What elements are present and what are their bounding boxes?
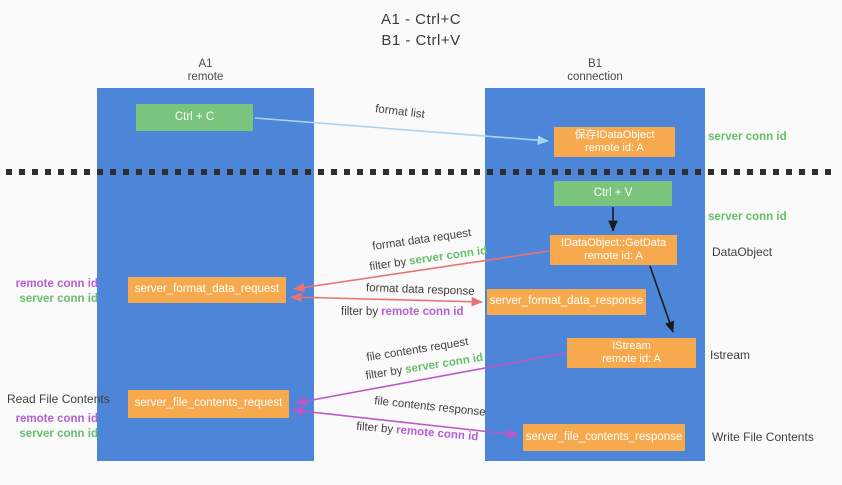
- arrow-format-data-request: [293, 250, 550, 293]
- label-remote-conn-id-mid: remote conn id: [15, 278, 98, 290]
- node-server-format-data-response-label: server_format_data_response: [489, 295, 644, 308]
- title-line-2: B1 - Ctrl+V: [381, 32, 461, 49]
- title-line-1: A1 - Ctrl+C: [380, 11, 462, 28]
- label-write-file-contents: Write File Contents: [712, 430, 814, 444]
- node-save-idataobject-line1: 保存IDataObject: [574, 128, 655, 141]
- arrow-file-contents-response: [292, 406, 519, 439]
- arrow-file-contents-request: [295, 352, 567, 406]
- node-istream-line1: IStream: [612, 339, 651, 352]
- node-server-format-data-request: server_format_data_request: [128, 277, 286, 303]
- node-server-format-data-request-label: server_format_data_request: [134, 283, 280, 296]
- label-dataobject: DataObject: [712, 245, 773, 259]
- conn-id-pair-mid: remote conn id server conn id: [0, 277, 98, 306]
- label-remote-conn-id-bottom: remote conn id: [15, 413, 98, 425]
- label-server-conn-id-mid: server conn id: [708, 211, 787, 223]
- node-server-file-contents-response-label: server_file_contents_response: [525, 430, 683, 443]
- label-istream: Istream: [710, 348, 751, 362]
- label-server-conn-id-top: server conn id: [708, 131, 787, 143]
- node-server-format-data-response: server_format_data_response: [487, 289, 646, 315]
- column-b1-header: B1 connection: [485, 58, 705, 84]
- column-a1-header: A1 remote: [97, 58, 314, 84]
- node-ctrl-c-label: Ctrl + C: [174, 110, 215, 123]
- node-idataobject-getdata-line2: remote id: A: [584, 250, 643, 262]
- diagram-title: A1 - Ctrl+C B1 - Ctrl+V: [0, 9, 842, 51]
- node-ctrl-v-label: Ctrl + V: [593, 186, 633, 199]
- label-read-file-contents: Read File Contents: [7, 392, 110, 406]
- node-istream: IStream remote id: A: [567, 338, 696, 368]
- copy-paste-separator-line: [6, 169, 835, 175]
- label-server-conn-id-left-bottom: server conn id: [19, 427, 98, 440]
- column-b1-role: connection: [567, 71, 623, 83]
- arrow-format-data-response: [290, 292, 483, 307]
- node-ctrl-c: Ctrl + C: [136, 104, 253, 131]
- filter-by-text-2: filter by: [341, 306, 379, 318]
- column-a1-role: remote: [187, 71, 224, 83]
- node-idataobject-getdata-line1: IDataObject::GetData: [560, 236, 667, 249]
- node-server-file-contents-response: server_file_contents_response: [523, 424, 685, 451]
- node-idataobject-getdata: IDataObject::GetData remote id: A: [550, 235, 677, 265]
- node-save-idataobject-line2: remote id: A: [585, 142, 644, 154]
- node-ctrl-v: Ctrl + V: [554, 181, 672, 206]
- node-save-idataobject: 保存IDataObject remote id: A: [554, 127, 675, 157]
- column-b1-name: B1: [587, 58, 603, 70]
- arrow-format-list: [254, 117, 549, 145]
- arrow-getdata-to-istream: [649, 265, 675, 333]
- label-server-conn-id-left-mid: server conn id: [19, 292, 98, 305]
- node-istream-line2: remote id: A: [602, 353, 661, 365]
- filter-remote-conn-id-1: remote conn id: [381, 306, 464, 318]
- column-a1-name: A1: [198, 58, 213, 70]
- conn-id-pair-bottom: remote conn id server conn id: [0, 412, 98, 441]
- node-server-file-contents-request-label: server_file_contents_request: [134, 397, 283, 410]
- node-server-file-contents-request: server_file_contents_request: [128, 390, 289, 418]
